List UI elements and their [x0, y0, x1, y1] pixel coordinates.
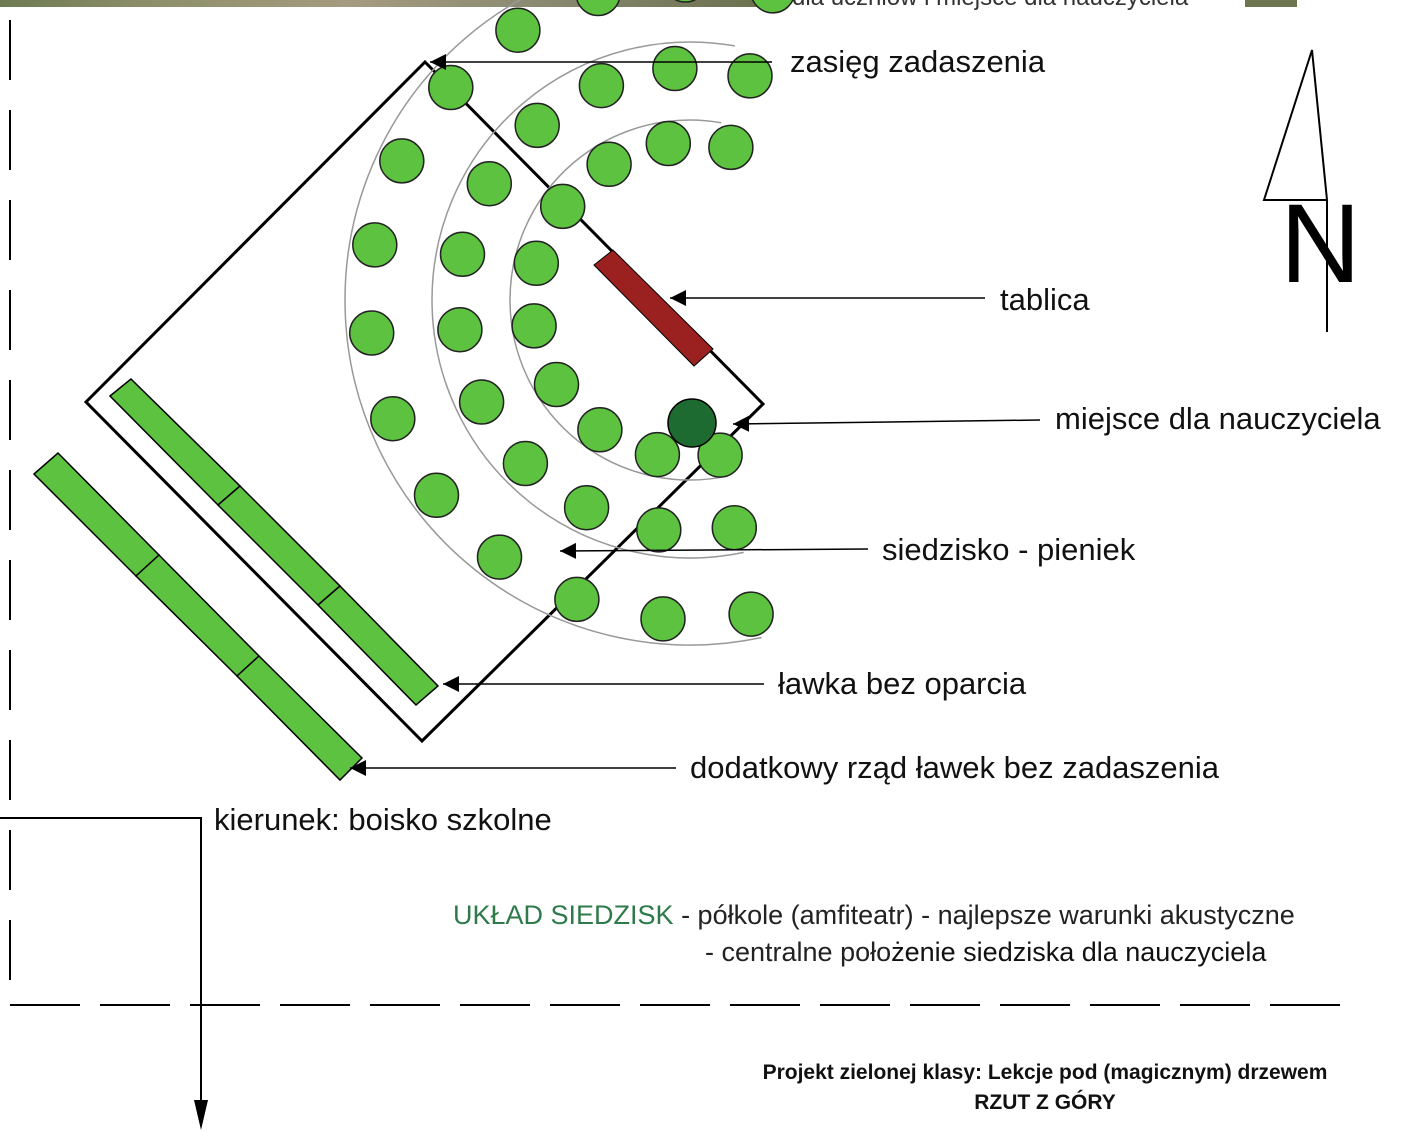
seat-stump — [554, 576, 600, 623]
seat-stump — [413, 472, 460, 519]
seat-stump — [533, 361, 580, 408]
bench-segment — [216, 484, 342, 607]
seat-stump — [577, 407, 623, 453]
bench-segment — [316, 584, 440, 707]
seat-layout-text-2a: - centralne poło — [705, 937, 892, 967]
bench-row-inner — [108, 377, 440, 707]
label-teacher: miejsce dla nauczyciela — [1055, 401, 1381, 436]
seat-stump — [652, 45, 698, 92]
seat-layout-text-1: - półkole (amfiteatr) - najlepsze warunk… — [673, 900, 1295, 930]
north-label: N — [1280, 181, 1361, 306]
bench-segment — [134, 553, 261, 678]
seat-stump — [636, 507, 682, 553]
label-seat: siedzisko - pieniek — [882, 532, 1136, 567]
seat-stump — [379, 138, 425, 184]
teacher-seat — [667, 398, 717, 448]
seat-stump — [514, 102, 560, 149]
seat-layout-line-2: - centralne położenie siedziska dla nauc… — [453, 934, 1295, 971]
seat-stump — [708, 124, 754, 171]
top-photo-strip — [0, 0, 1410, 12]
bench-segment — [235, 654, 364, 782]
seat-stump — [513, 240, 560, 287]
seat-stump — [697, 432, 743, 478]
seat-stump — [728, 591, 774, 637]
seat-stump — [727, 53, 773, 99]
direction-arrow-icon — [194, 1100, 208, 1130]
bench-row-outer — [32, 451, 364, 782]
label-direction: kierunek: boisko szkolne — [214, 802, 552, 837]
seat-stump — [439, 231, 486, 278]
seat-layout-note: UKŁAD SIEDZISK - półkole (amfiteatr) - n… — [453, 897, 1295, 971]
seat-stump — [476, 534, 523, 580]
seat-stump — [674, 0, 697, 3]
seat-stump — [502, 440, 549, 487]
seat-stump — [348, 310, 395, 356]
seat-stump — [495, 7, 541, 53]
seating-arc — [344, 0, 762, 646]
label-board: tablica — [1000, 282, 1090, 317]
project-title: Projekt zielonej klasy: Lekcje pod (magi… — [762, 1061, 1328, 1084]
seat-stump — [539, 183, 586, 230]
seat-stump — [352, 222, 398, 268]
leader-teacher — [732, 415, 1041, 432]
bench-segment — [32, 451, 161, 578]
project-subtitle: RZUT Z GÓRY — [974, 1091, 1116, 1114]
seat-stump — [711, 504, 758, 551]
seat-stump — [645, 120, 692, 167]
board — [593, 249, 714, 367]
seat-stump — [466, 160, 513, 207]
seating-arc — [509, 119, 728, 481]
seat-stump — [563, 484, 610, 531]
seat-stump — [634, 431, 681, 478]
seat-stump — [511, 303, 557, 349]
seat-stump — [370, 395, 416, 442]
leader-seat — [559, 542, 869, 559]
seat-layout-text-2b: żenie siedziska dla nauczyciela — [891, 937, 1267, 967]
seats-group — [348, 0, 794, 642]
label-extra-benches: dodatkowy rząd ławek bez zadaszenia — [690, 750, 1220, 785]
seat-stump — [586, 141, 632, 188]
seat-stump — [576, 0, 620, 17]
seat-stump — [751, 0, 794, 14]
seating-arc — [431, 41, 744, 559]
top-caption: dla uczniów i miejsce dla nauczyciela — [792, 0, 1188, 12]
north-arrow-icon — [1262, 49, 1329, 201]
direction-path — [0, 817, 202, 1110]
top-photo-right — [1245, 0, 1297, 7]
bench-segment — [108, 377, 242, 507]
seat-stump — [458, 379, 505, 425]
seat-stump — [640, 596, 686, 642]
project-title-block: Projekt zielonej klasy: Lekcje pod (magi… — [700, 1058, 1390, 1118]
seat-stump — [428, 64, 474, 111]
seat-layout-line-1: UKŁAD SIEDZISK - półkole (amfiteatr) - n… — [453, 897, 1295, 934]
label-bench: ławka bez oparcia — [778, 666, 1027, 701]
top-photo-left — [0, 0, 770, 7]
seating-arcs — [344, 0, 762, 646]
seat-layout-heading: UKŁAD SIEDZISK — [453, 900, 674, 930]
label-roof: zasięg zadaszenia — [790, 44, 1046, 79]
seat-stump — [578, 62, 625, 109]
seat-stump — [437, 306, 483, 353]
